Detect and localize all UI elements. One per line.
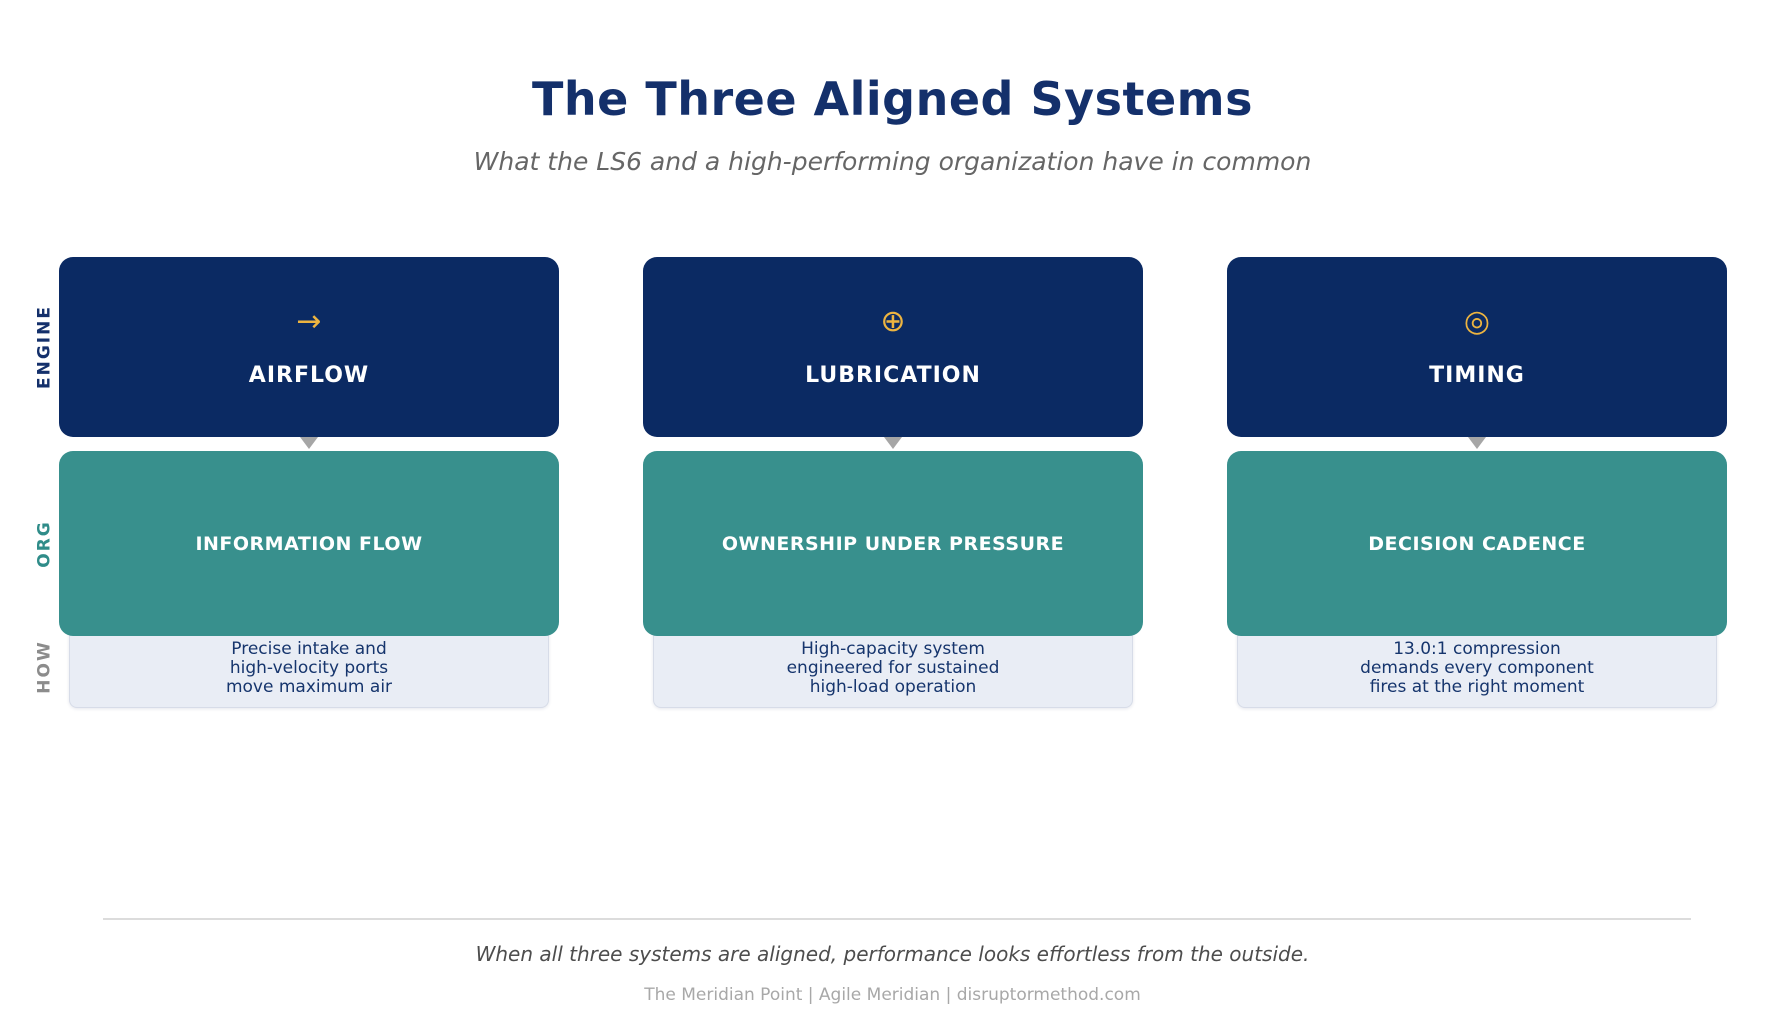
org-card-ownership-under-pressure: OWNERSHIP UNDER PRESSURE <box>643 451 1143 636</box>
system-column-timing: ◎ TIMING DECISION CADENCE 13.0:1 compres… <box>1227 257 1727 708</box>
connector <box>59 437 559 451</box>
how-card: 13.0:1 compression demands every compone… <box>1237 626 1717 708</box>
how-text: Precise intake and high-velocity ports m… <box>225 638 393 697</box>
system-column-airflow: → AIRFLOW INFORMATION FLOW Precise intak… <box>59 257 559 708</box>
down-triangle-icon <box>1468 437 1486 449</box>
org-label: OWNERSHIP UNDER PRESSURE <box>721 532 1065 555</box>
footer-divider <box>103 918 1691 920</box>
page-title: The Three Aligned Systems <box>531 72 1253 126</box>
down-triangle-icon <box>300 437 318 449</box>
engine-label: LUBRICATION <box>805 363 981 388</box>
page-subtitle: What the LS6 and a high-performing organ… <box>473 147 1312 176</box>
org-card-decision-cadence: DECISION CADENCE <box>1227 451 1727 636</box>
bullseye-icon: ◎ <box>1463 304 1491 339</box>
how-text: High-capacity system engineered for sust… <box>786 638 1000 697</box>
connector <box>1227 437 1727 451</box>
three-systems-grid: → AIRFLOW INFORMATION FLOW Precise intak… <box>59 257 1727 708</box>
engine-label: TIMING <box>1429 363 1525 388</box>
system-column-lubrication: ⊕ LUBRICATION OWNERSHIP UNDER PRESSURE H… <box>643 257 1143 708</box>
engine-card-lubrication: ⊕ LUBRICATION <box>643 257 1143 437</box>
circled-plus-icon: ⊕ <box>880 304 906 339</box>
closing-note: When all three systems are aligned, perf… <box>475 942 1310 966</box>
row-label-org: ORG <box>34 520 55 568</box>
row-label-how: HOW <box>34 640 55 694</box>
org-label: INFORMATION FLOW <box>195 532 423 555</box>
engine-label: AIRFLOW <box>248 363 370 388</box>
down-triangle-icon <box>884 437 902 449</box>
org-card-information-flow: INFORMATION FLOW <box>59 451 559 636</box>
engine-card-timing: ◎ TIMING <box>1227 257 1727 437</box>
how-card: Precise intake and high-velocity ports m… <box>69 626 549 708</box>
org-label: DECISION CADENCE <box>1368 532 1586 555</box>
how-text: 13.0:1 compression demands every compone… <box>1360 638 1594 697</box>
right-arrow-icon: → <box>296 304 322 339</box>
connector <box>643 437 1143 451</box>
engine-card-airflow: → AIRFLOW <box>59 257 559 437</box>
row-label-engine: ENGINE <box>34 305 55 389</box>
how-card: High-capacity system engineered for sust… <box>653 626 1133 708</box>
footer-credits: The Meridian Point | Agile Meridian | di… <box>644 985 1141 1005</box>
